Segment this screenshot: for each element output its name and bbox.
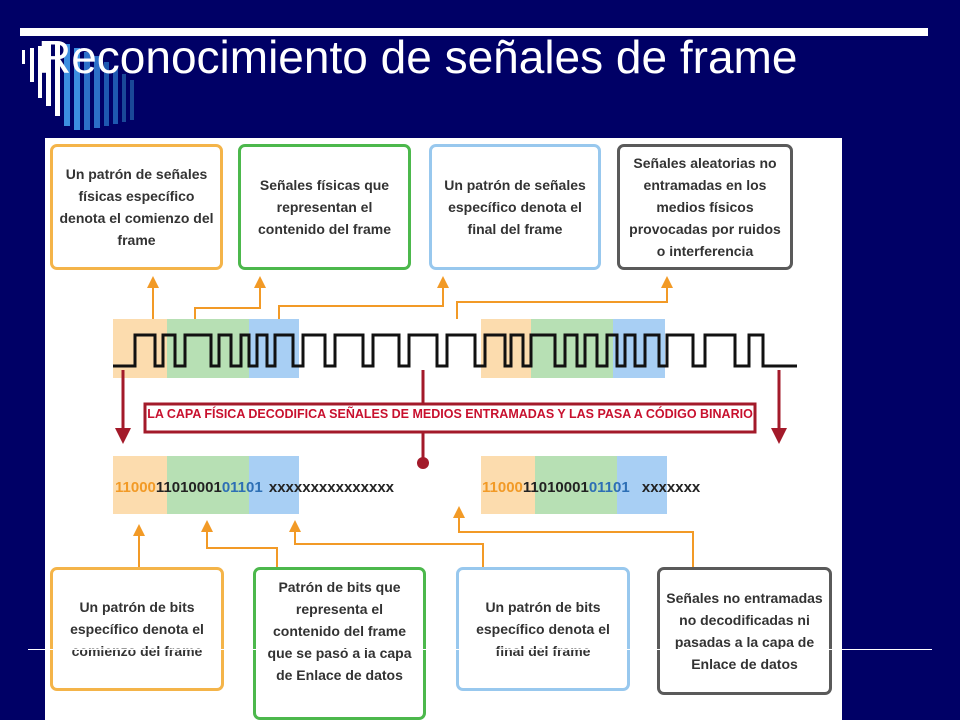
bits-end-right: 01101 (588, 479, 630, 496)
decorative-bars (22, 42, 134, 130)
signal-content-region-1 (167, 319, 249, 378)
bits-start-region-2 (481, 456, 535, 514)
bottom-rule (28, 649, 932, 650)
top-box-frame-end-text: Un patrón de señales específico denota e… (444, 177, 586, 237)
top-box-frame-start: Un patrón de señales físicas específico … (50, 144, 223, 270)
bottom-box-bits-content-text: Patrón de bits que representa el conteni… (267, 579, 412, 683)
signal-start-region-1 (113, 319, 167, 378)
bottom-box-bits-start-text: Un patrón de bits específico denota el c… (70, 599, 204, 659)
bottom-box-bits-end: Un patrón de bits específico denota el f… (456, 567, 630, 691)
up-arrow-top-4 (661, 276, 673, 288)
signal-content-region-2 (531, 319, 613, 378)
decode-banner-box (143, 402, 757, 434)
bits-end-left: 01101 (221, 479, 263, 496)
up-arrow-bottom-1 (133, 524, 145, 536)
up-arrow-bottom-4 (453, 506, 465, 518)
signal-end-region-2 (613, 319, 665, 378)
bottom-box-noise: Señales no entramadas no decodificadas n… (657, 567, 832, 695)
top-rule (20, 28, 928, 36)
top-box-noise-text: Señales aleatorias no entramadas en los … (629, 155, 781, 259)
up-arrow-top-3 (437, 276, 449, 288)
decode-junction-dot (417, 457, 429, 469)
top-box-frame-content: Señales físicas que representan el conte… (238, 144, 411, 270)
bottom-box-noise-text: Señales no entramadas no decodificadas n… (666, 590, 823, 672)
bits-content-region-1 (167, 456, 249, 514)
bits-start-right: 11000 (482, 479, 523, 496)
up-arrow-top-1 (147, 276, 159, 288)
top-box-noise: Señales aleatorias no entramadas en los … (617, 144, 793, 270)
up-arrow-bottom-3 (289, 520, 301, 532)
bits-noise-left: xxxxxxxxxxxxxxx (268, 479, 395, 496)
bits-start-left: 11000 (115, 479, 156, 496)
top-box-frame-end: Un patrón de señales específico denota e… (429, 144, 601, 270)
bits-content-region-2 (535, 456, 617, 514)
diagram-graphics (113, 276, 797, 568)
bits-noise-right: xxxxxxx (641, 479, 701, 496)
slide-title: Reconocimiento de señales de frame (38, 31, 798, 83)
bits-start-region-1 (113, 456, 167, 514)
bottom-box-bits-start: Un patrón de bits específico denota el c… (50, 567, 224, 691)
top-box-frame-start-text: Un patrón de señales físicas específico … (59, 166, 214, 248)
bits-row-left: 110001101000101101 xxxxxxxxxxxxxxx (115, 477, 394, 499)
decode-banner-text: LA CAPA FÍSICA DECODIFICA SEÑALES DE MED… (147, 407, 753, 421)
down-arrow-right (771, 428, 787, 444)
top-box-frame-content-text: Señales físicas que representan el conte… (257, 177, 392, 237)
down-arrow-left (115, 428, 131, 444)
up-arrow-bottom-2 (201, 520, 213, 532)
square-wave-signal (113, 333, 797, 368)
bits-end-region-2 (617, 456, 667, 514)
bits-row-right: 110001101000101101 xxxxxxx (482, 477, 700, 499)
bits-end-region-1 (249, 456, 299, 514)
bottom-box-bits-end-text: Un patrón de bits específico denota el f… (476, 599, 610, 659)
bits-content-right: 11010001 (522, 479, 589, 496)
up-arrow-top-2 (254, 276, 266, 288)
bits-content-left: 11010001 (155, 479, 222, 496)
frame-signal-diagram: Un patrón de señales físicas específico … (45, 138, 842, 720)
bottom-box-bits-content: Patrón de bits que representa el conteni… (253, 567, 426, 720)
